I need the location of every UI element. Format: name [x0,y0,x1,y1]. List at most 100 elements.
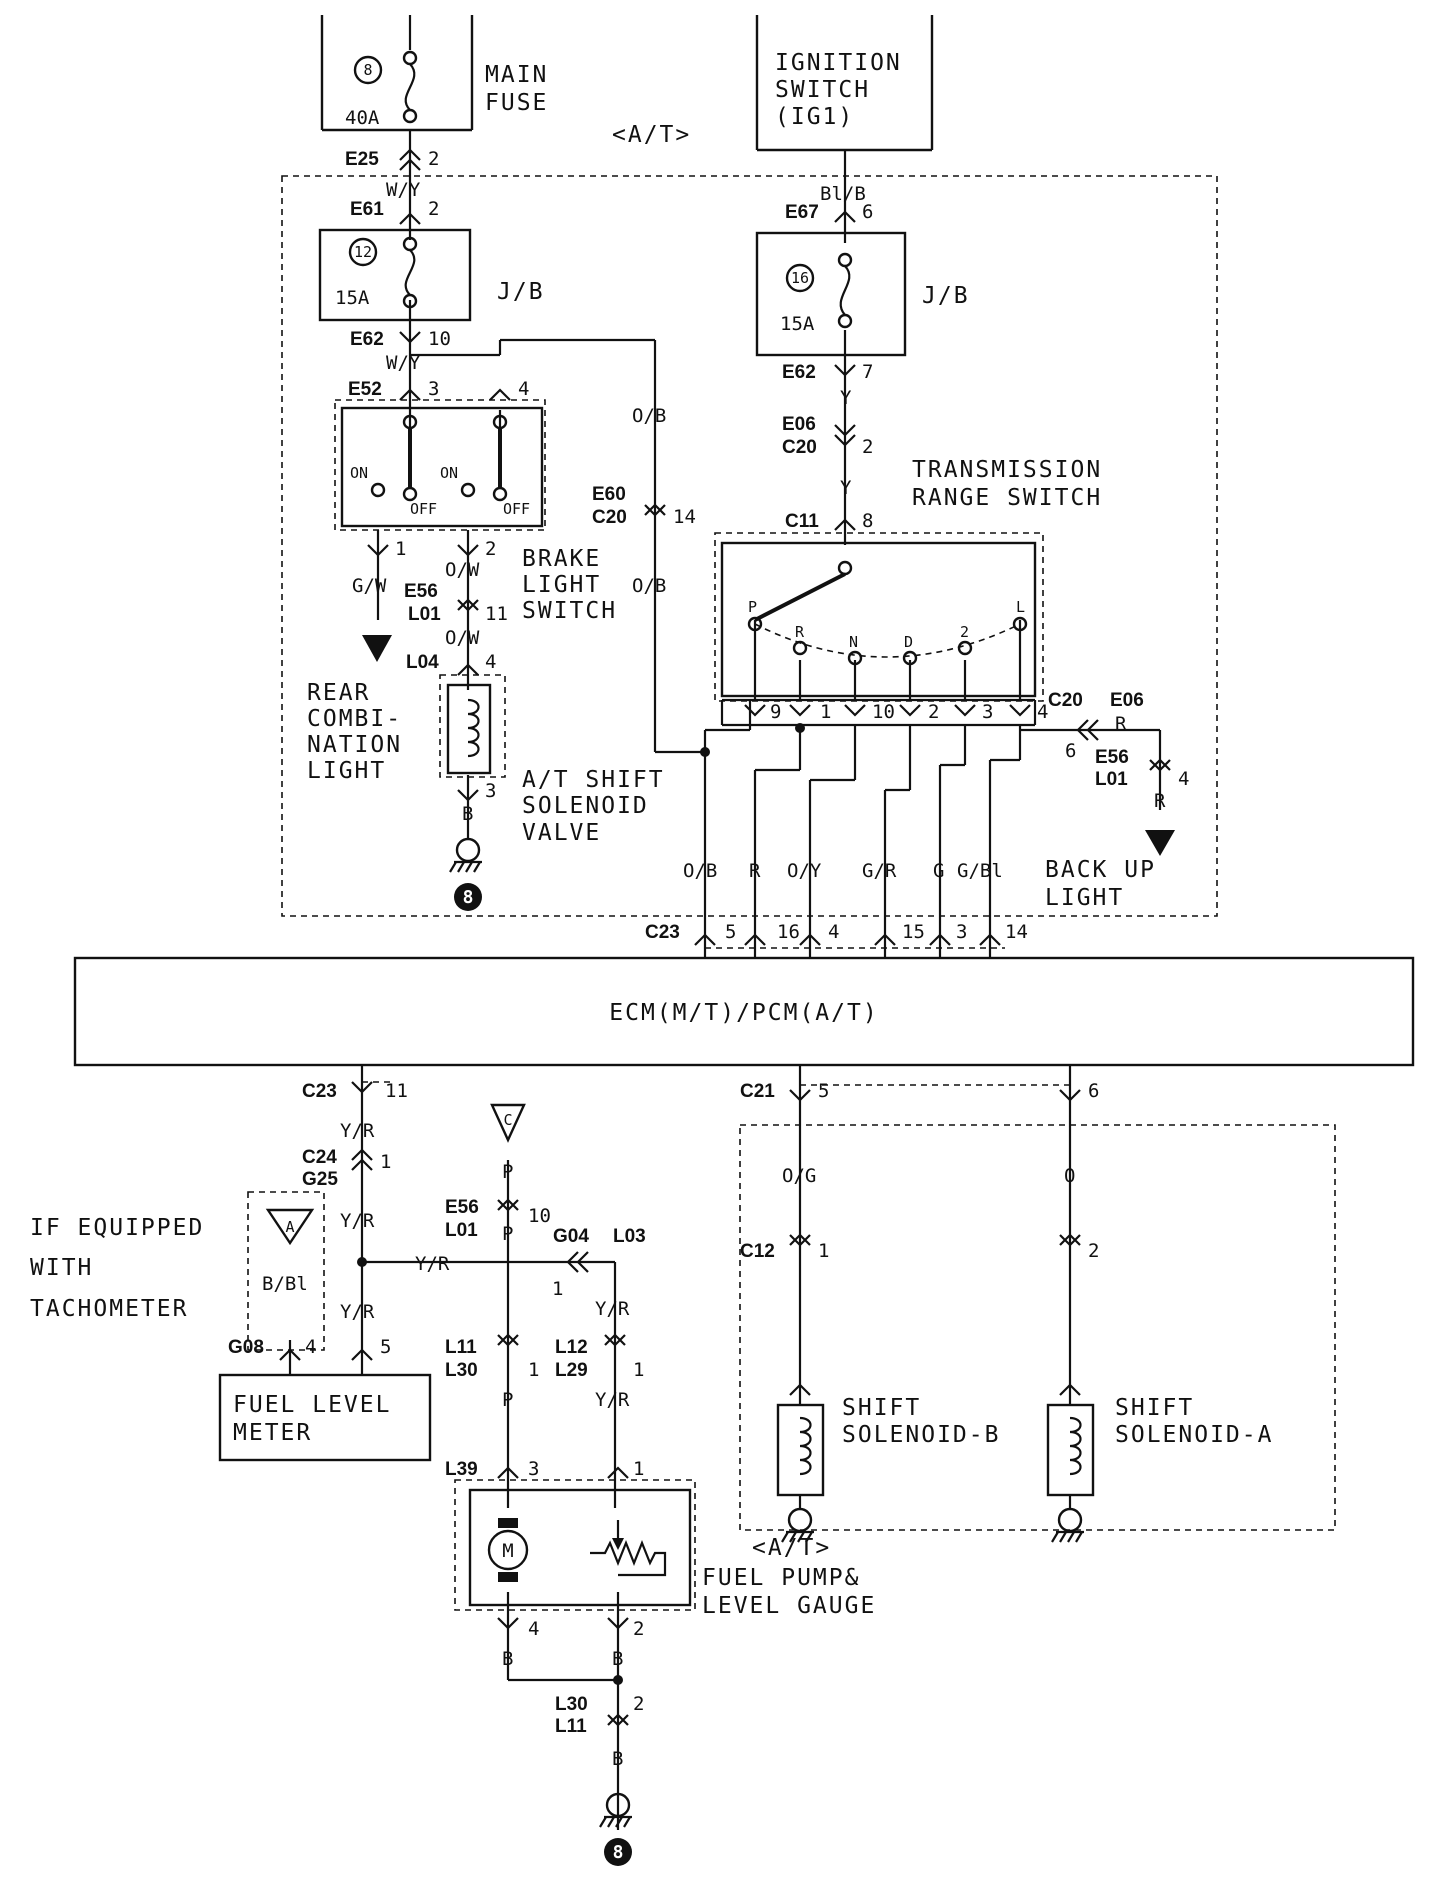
wire-color: B/Bl [262,1273,308,1295]
pin-number: 14 [1005,921,1028,943]
off-page-tag-c-group: C [490,1103,526,1143]
pin-number: 2 [428,198,439,220]
connector-id: C24 [302,1147,337,1168]
coil-icon [799,1416,812,1476]
connector-id: L01 [408,604,441,625]
pin-number: 3 [428,378,439,400]
off-page-tag-c [490,1103,526,1143]
brake-light-switch-label-line1: BRAKE [522,546,601,572]
wire-color: O [1064,1165,1075,1187]
pin-number: 2 [928,701,939,723]
connector-id: L30 [445,1360,478,1381]
range-position-l: L [1016,598,1025,616]
pin-number: 1 [380,1151,391,1173]
wires [288,15,1162,1830]
wire-color: O/B [632,575,666,597]
wire-color: O/W [445,627,480,649]
motor-icon [487,1529,529,1571]
connector-id: E60 [592,484,626,505]
splice-icon [613,1675,623,1685]
back-up-light-label-line2: LIGHT [1045,885,1124,911]
fuse-number-circle [353,55,383,85]
main-fuse-label-line1: MAIN [485,62,548,88]
connector-id: C23 [302,1081,337,1102]
pin-number: 5 [725,921,736,943]
connector-id: E62 [350,329,384,350]
pin-number: 2 [485,538,496,560]
connector-id: E25 [345,149,379,170]
wire-color: G/Bl [957,860,1003,882]
pin-number: 1 [633,1359,644,1381]
transmission-range-switch: P R N D 2 L [714,532,1044,727]
fuel-level-meter-label-line1: FUEL LEVEL [233,1392,391,1418]
shift-solenoid-b [776,1403,825,1544]
connector-id: L01 [1095,769,1128,790]
connector-id: C11 [785,511,819,532]
fuel-pump-label-line1: FUEL PUMP& [702,1565,860,1591]
wire-color: B [462,803,473,825]
connector-id: C23 [645,922,680,943]
brake-light-switch: ON OFF ON OFF [334,399,546,531]
connector-id: G08 [228,1337,264,1358]
splice-icon [795,723,805,733]
pin-number: 4 [485,651,496,673]
wire-color: Bl/B [820,183,866,205]
pin-number: 3 [982,701,993,723]
back-up-light-label-line1: BACK UP [1045,857,1156,883]
pin-number: 5 [380,1336,391,1358]
range-position-d: D [904,633,913,651]
connector-id: L04 [406,652,439,673]
coil-icon [467,698,480,758]
ignition-switch-label-line1: IGNITION [775,50,902,76]
wire-color: O/Y [787,860,822,882]
wire-color: W/Y [386,352,421,374]
ground-icon [1050,1507,1086,1544]
ignition-switch-block [755,15,934,152]
fuel-level-meter-label-line2: METER [233,1420,312,1446]
pin-number: 3 [956,921,967,943]
connector-id: E06 [1110,690,1144,711]
connector-id: E62 [782,362,816,383]
ground-number: 8 [463,887,474,908]
connector-id: C20 [1048,690,1083,711]
rear-combination-light-label-line2: COMBI- [307,706,402,732]
shift-solenoid-b-label-line2: SOLENOID-B [842,1422,1000,1448]
pin-number: 3 [485,780,496,802]
fuel-level-meter: A [218,1191,432,1462]
jb-right-fuse: 16 15A [755,231,907,357]
connector-id: C20 [592,507,627,528]
pin-number: 4 [518,378,529,400]
connector-id: L12 [555,1337,588,1358]
main-fuse-block: 8 40A [320,15,474,132]
at-shift-solenoid-valve [439,674,506,778]
pin-number: 4 [1037,701,1048,723]
pin-number: 10 [872,701,895,723]
wire-color: G/R [862,860,897,882]
range-position-r: R [795,623,805,641]
wire-color: B [612,1748,623,1770]
pin-number: 2 [1088,1240,1099,1262]
rear-combination-light-label-line1: REAR [307,680,370,706]
shift-valve-label-line1: A/T SHIFT [522,767,665,793]
connector-id: L03 [613,1226,646,1247]
connector-id: C20 [782,437,817,458]
connector-id: E52 [348,379,382,400]
fuel-pump-label-line2: LEVEL GAUGE [702,1593,876,1619]
wire-color: B [612,1648,623,1670]
pin-number: 1 [395,538,406,560]
wire-color: Y/R [595,1298,630,1320]
connector-id: C12 [740,1241,775,1262]
main-fuse-number: 8 [363,61,372,79]
pin-number: 15 [902,921,925,943]
main-fuse-rating: 40A [345,107,380,129]
ecm-label: ECM(M/T)/PCM(A/T) [609,1000,878,1026]
shift-solenoid-a [1046,1403,1095,1544]
wire-color: B [502,1648,513,1670]
connector-id: E06 [782,414,816,435]
pin-number: 7 [862,361,873,383]
rear-combination-light-label-line3: NATION [307,732,402,758]
jb-right-fuse-number: 16 [791,269,809,287]
connector-id: E67 [785,202,819,223]
pin-number: 2 [633,1618,644,1640]
